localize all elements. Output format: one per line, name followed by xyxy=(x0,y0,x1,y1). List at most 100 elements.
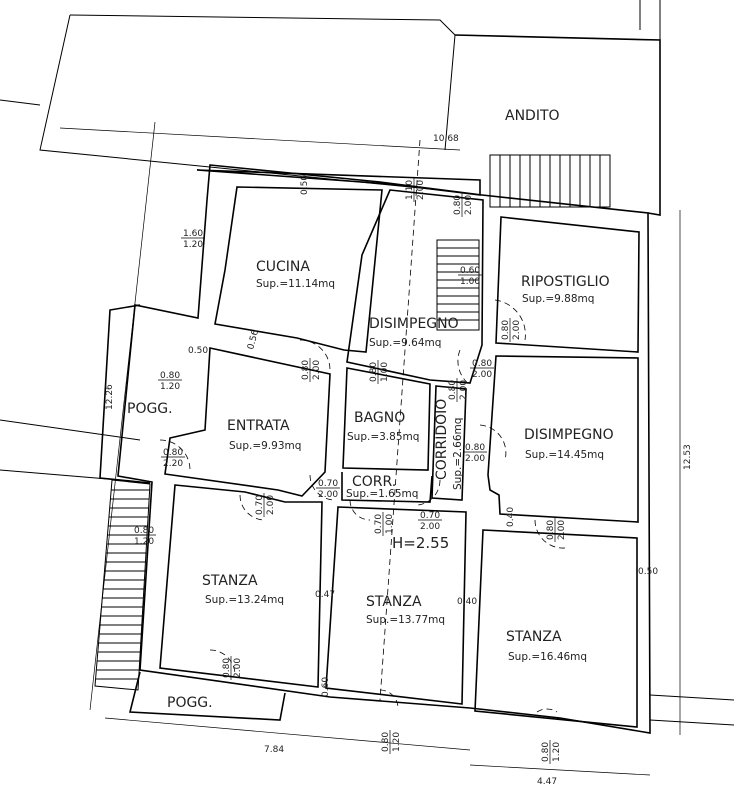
opening-height: 2.00 xyxy=(312,360,322,380)
door-swings xyxy=(159,299,566,713)
wall-thickness: 0.40 xyxy=(457,597,477,607)
opening-width: 0.80 xyxy=(453,195,463,215)
opening-width: 0.70 xyxy=(318,479,338,489)
opening-height: 2.00 xyxy=(459,380,469,400)
opening-height: 1.00 xyxy=(460,277,480,287)
room-andito xyxy=(454,34,661,216)
opening-width: 0.80 xyxy=(160,371,180,381)
room-cucina xyxy=(214,186,383,353)
opening-height: 1.00 xyxy=(385,514,395,534)
opening-annotation: 0.702.00 xyxy=(418,511,442,532)
room-label-pogg-2: POGG. xyxy=(167,695,213,711)
opening-width: 0.80 xyxy=(301,360,311,380)
opening-width: 0.80 xyxy=(134,526,154,536)
room-label-andito: ANDITO xyxy=(505,108,560,124)
dimension-12-53: 12.53 xyxy=(683,444,693,470)
opening-width: 0.80 xyxy=(465,443,485,453)
opening-height: 2.00 xyxy=(420,522,440,532)
room-area-corr: Sup.=1.65mq xyxy=(346,488,418,500)
room-corridoio xyxy=(431,385,467,501)
opening-width: 0.80 xyxy=(541,742,551,762)
wall-thickness: 0.50 xyxy=(300,175,310,195)
wall-thickness: 0.50 xyxy=(188,346,208,356)
room-label-corr: CORR. xyxy=(352,474,396,490)
opening-height: 1.20 xyxy=(134,537,154,547)
opening-width: 0.80 xyxy=(163,448,183,458)
room-entrata xyxy=(164,347,331,497)
stairs-top-right xyxy=(489,154,611,208)
room-corr xyxy=(341,472,433,503)
room-stanza-2 xyxy=(325,506,467,705)
opening-annotation: 0.801.20 xyxy=(158,371,182,392)
opening-height: 1.00 xyxy=(380,362,390,382)
opening-height: 2.00 xyxy=(465,454,485,464)
opening-height: 2.00 xyxy=(266,495,276,515)
ceiling-height: H=2.55 xyxy=(392,534,449,552)
opening-height: 2.20 xyxy=(163,459,183,469)
room-area-stanza-2: Sup.=13.77mq xyxy=(366,614,445,626)
opening-width: 1.10 xyxy=(405,180,415,200)
opening-height: 1.20 xyxy=(392,732,402,752)
room-label-disimpegno: DISIMPEGNO xyxy=(369,316,459,332)
room-area-bagno: Sup.=3.85mq xyxy=(347,431,419,443)
building-walls xyxy=(117,164,651,734)
dimension-lines xyxy=(59,121,681,776)
opening-height: 2.00 xyxy=(416,180,426,200)
room-label-cucina: CUCINA xyxy=(256,259,310,275)
room-label-disimpegno-2: DISIMPEGNO xyxy=(524,427,614,443)
stairs-left xyxy=(94,479,151,691)
opening-width: 0.70 xyxy=(255,495,265,515)
room-label-bagno: BAGNO xyxy=(354,410,405,426)
dimension-10-68: 10.68 xyxy=(433,134,459,144)
room-label-entrata: ENTRATA xyxy=(227,418,290,434)
opening-width: 0.80 xyxy=(222,658,232,678)
opening-width: 0.60 xyxy=(460,266,480,276)
room-label-ripostiglio: RIPOSTIGLIO xyxy=(521,274,610,290)
opening-width: 0.80 xyxy=(501,320,511,340)
room-label-stanza-1: STANZA xyxy=(202,573,258,589)
opening-height: 2.00 xyxy=(318,490,338,500)
dimension-4-47: 4.47 xyxy=(537,777,557,787)
room-disimpegno-top xyxy=(346,189,484,384)
opening-width: 0.70 xyxy=(374,514,384,534)
room-label-pogg-1: POGG. xyxy=(127,401,173,417)
stairs-center xyxy=(436,239,480,331)
room-pogg-2 xyxy=(128,671,286,721)
room-ripostiglio xyxy=(495,216,640,353)
opening-annotation: 1.601.20 xyxy=(181,229,205,250)
opening-width: 1.60 xyxy=(183,229,203,239)
room-bagno xyxy=(342,367,431,471)
room-label-stanza-3: STANZA xyxy=(506,629,562,645)
opening-annotation: 0.802.20 xyxy=(161,448,185,469)
room-area-disimpegno-2: Sup.=14.45mq xyxy=(525,449,604,461)
opening-width: 0.80 xyxy=(472,359,492,369)
opening-width: 0.70 xyxy=(420,511,440,521)
opening-height: 1.20 xyxy=(552,742,562,762)
opening-width: 0.80 xyxy=(369,362,379,382)
room-disimpegno-right xyxy=(487,355,639,523)
room-area-cucina: Sup.=11.14mq xyxy=(256,278,335,290)
opening-annotation: 0.802.00 xyxy=(463,443,487,464)
wall-thickness: 0.50 xyxy=(638,567,658,577)
opening-height: 1.20 xyxy=(160,382,180,392)
opening-annotation: 0.702.00 xyxy=(316,479,340,500)
opening-width: 0.80 xyxy=(546,520,556,540)
opening-width: 0.80 xyxy=(381,732,391,752)
room-label-corridoio: CORRIDOIO xyxy=(434,399,450,480)
wall-thickness: 0.40 xyxy=(506,507,516,527)
room-area-stanza-3: Sup.=16.46mq xyxy=(508,651,587,663)
wall-thickness: 0.47 xyxy=(315,590,335,600)
room-area-corridoio: Sup.=2.66mq xyxy=(452,418,464,490)
room-area-disimpegno: Sup.=9.64mq xyxy=(369,337,441,349)
dimension-12-26: 12.26 xyxy=(105,384,115,410)
